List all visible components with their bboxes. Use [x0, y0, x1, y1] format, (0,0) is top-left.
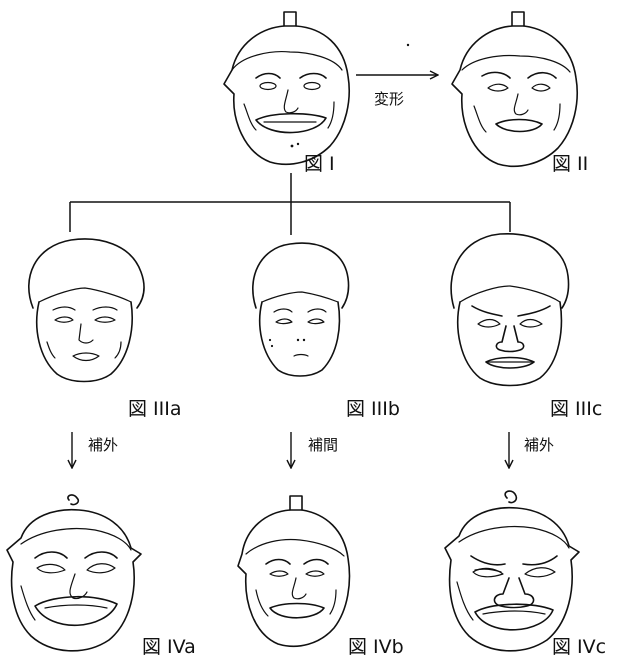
- label-fig-iva: 図 IVa: [142, 636, 196, 658]
- extrapolate-c-label: 補外: [524, 436, 554, 454]
- label-fig-ii: 図 II: [552, 153, 588, 175]
- face-fig-iva: [7, 495, 141, 651]
- face-fig-iiib: [253, 243, 349, 376]
- extrapolate-a-label: 補外: [88, 436, 118, 454]
- face-fig-iiia: [29, 239, 144, 381]
- label-fig-i: 図 I: [304, 153, 335, 175]
- interpolate-label: 補間: [308, 436, 338, 454]
- label-fig-iiib: 図 IIIb: [346, 398, 400, 420]
- deform-label: 変形: [374, 90, 404, 108]
- face-fig-i: [224, 12, 349, 164]
- face-fig-ii: [452, 12, 577, 166]
- stray-dot: [407, 44, 409, 46]
- face-fig-ivc: [445, 491, 579, 651]
- label-fig-ivb: 図 IVb: [348, 636, 404, 658]
- label-fig-iiic: 図 IIIc: [550, 398, 602, 420]
- tree-connector: [70, 173, 510, 235]
- label-fig-ivc: 図 IVc: [552, 636, 606, 658]
- label-fig-iiia: 図 IIIa: [128, 398, 182, 420]
- face-fig-ivb: [238, 496, 349, 646]
- face-fig-iiic: [451, 234, 568, 386]
